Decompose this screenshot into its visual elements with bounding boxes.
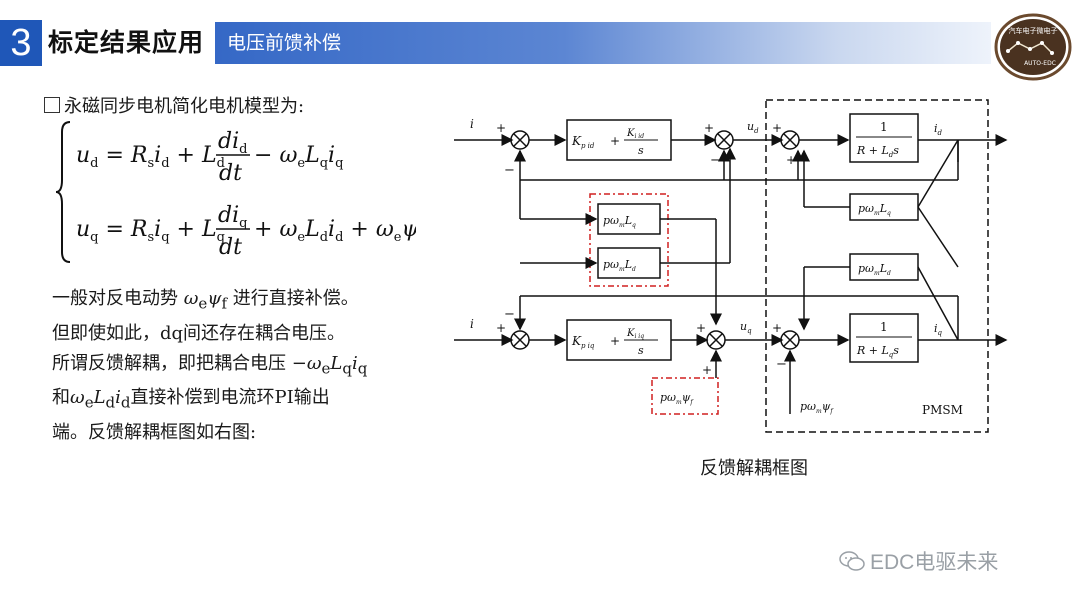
svg-text:+: + [772, 121, 782, 135]
svg-text:s: s [638, 144, 644, 157]
svg-text:+: + [496, 321, 506, 335]
svg-text:+: + [702, 363, 712, 377]
model-title: 永磁同步电机简化电机模型为: [44, 92, 304, 118]
feedforward-frame [589, 193, 669, 287]
svg-text:−: − [710, 153, 721, 168]
svg-text:Kp iq: Kp iq [571, 334, 595, 350]
svg-text:dt: dt [219, 235, 242, 260]
decoupling-block-diagram: PMSM i + Kp id + Ki id s + ud + 1 R + Ld… [454, 99, 1008, 433]
motor-equations: ud = Rsid + Ld did dt − ωeLqiq uq = Rsiq… [56, 121, 416, 263]
paragraph-3a: 所谓反馈解耦，即把耦合电压 [52, 352, 286, 374]
svg-text:pωmLq: pωmLq [603, 214, 636, 229]
section-number: 3 [0, 20, 42, 66]
svg-text:+: + [496, 121, 506, 135]
pmsm-frame [765, 99, 989, 433]
ff-psi-frame [651, 377, 719, 415]
plant-q-block [849, 313, 919, 363]
svg-text:pωmLq: pωmLq [858, 202, 891, 217]
svg-text:Kp id: Kp id [571, 134, 595, 150]
subtitle: 电压前馈补偿 [227, 32, 342, 54]
svg-text:+: + [772, 321, 782, 335]
svg-text:−: − [776, 357, 787, 372]
svg-text:uq = Rsiq + Lq: uq = Rsiq + Lq [76, 217, 225, 245]
svg-text:iq: iq [934, 322, 943, 337]
svg-text:+ ωeLdid + ωeψf: + ωeLdid + ωeψf [254, 217, 416, 245]
svg-text:dt: dt [219, 161, 242, 186]
section-title: 标定结果应用 [48, 28, 205, 57]
wechat-icon [839, 551, 865, 571]
brand-logo: 汽车电子微电子 AUTO-EDC [994, 13, 1072, 81]
svg-text:1: 1 [880, 320, 888, 334]
logo-subtext: AUTO-EDC [1024, 60, 1056, 67]
svg-text:pωmLd: pωmLd [858, 262, 891, 277]
svg-text:1: 1 [880, 120, 888, 134]
watermark: EDC电驱未来 [838, 546, 998, 576]
logo-text: 汽车电子微电子 [1009, 26, 1058, 35]
svg-text:ud = Rsid + Ld: ud = Rsid + Ld [76, 143, 225, 171]
svg-text:i: i [470, 317, 474, 331]
paragraph-4b: 直接补偿到电流环PI输出 [130, 387, 330, 409]
svg-text:R + Lqs: R + Lqs [856, 344, 899, 359]
svg-text:pωmLd: pωmLd [603, 258, 636, 273]
svg-text:s: s [638, 344, 644, 357]
paragraph-1a: 一般对反电动势 [52, 288, 178, 309]
svg-text:Ki id: Ki id [626, 128, 644, 140]
svg-text:+: + [610, 334, 620, 348]
svg-text:diq: diq [218, 203, 247, 231]
paragraph-5: 端。反馈解耦框图如右图: [52, 421, 257, 443]
svg-text:i: i [470, 117, 474, 131]
subtitle-bar: 电压前馈补偿 [215, 22, 991, 64]
paragraph-1b: 进行直接补偿。 [232, 288, 359, 309]
svg-text:uq: uq [740, 320, 752, 335]
svg-text:+: + [610, 134, 620, 148]
svg-text:pωmψf: pωmψf [660, 391, 694, 406]
svg-text:−: − [504, 163, 515, 178]
svg-text:did: did [218, 129, 247, 157]
svg-text:+: + [696, 321, 706, 335]
svg-text:pωmψf: pωmψf [800, 400, 834, 415]
svg-text:R + Lds: R + Lds [856, 144, 899, 159]
pmsm-label: PMSM [922, 403, 963, 417]
svg-text:+: + [786, 153, 796, 167]
checkbox-bullet [44, 97, 60, 113]
svg-text:−: − [504, 307, 515, 322]
svg-text:id: id [934, 122, 943, 137]
svg-text:− ωeLqiq: − ωeLqiq [254, 143, 343, 171]
paragraph-4a: 和 [52, 387, 70, 409]
diagram-caption: 反馈解耦框图 [700, 458, 808, 479]
body-text: 一般对反电动势 ωeψf 进行直接补偿。 但即使如此，dq间还存在耦合电压。 所… [52, 284, 432, 448]
svg-text:+: + [704, 121, 714, 135]
paragraph-2: 但即使如此，dq间还存在耦合电压。 [52, 322, 346, 344]
plant-d-block [849, 113, 919, 163]
svg-text:Ki iq: Ki iq [626, 328, 644, 340]
svg-text:ud: ud [747, 120, 759, 135]
